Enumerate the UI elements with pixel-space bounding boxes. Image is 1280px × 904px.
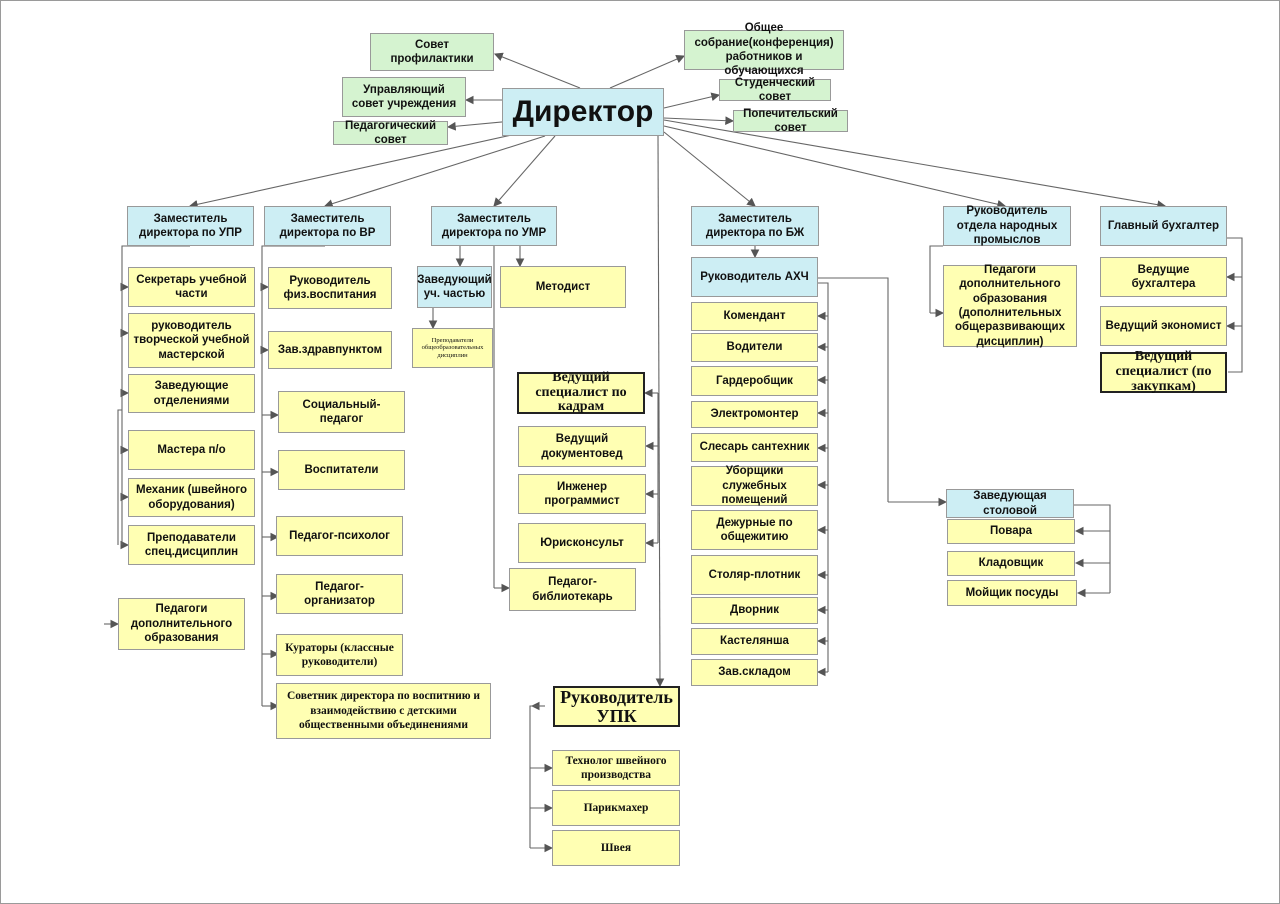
umr-staff: Юрисконсульт bbox=[518, 523, 646, 563]
vr-item: Советник директора по воспитнию и взаимо… bbox=[276, 683, 491, 739]
umr-methodist: Методист bbox=[500, 266, 626, 308]
bzh-item: Гардеробщик bbox=[691, 366, 818, 396]
vr-item: Зав.здравпунктом bbox=[268, 331, 392, 369]
vr-item: Руководитель физ.воспитания bbox=[268, 267, 392, 309]
umr-study-head: Заведующий уч. частью bbox=[417, 266, 492, 308]
upr-item: Заведующие отделениями bbox=[128, 374, 255, 413]
umr-staff: Ведущий специалист по кадрам bbox=[517, 370, 645, 414]
council-general-meeting: Общее собрание(конференция) работников и… bbox=[684, 22, 844, 77]
upk-head: Руководитель УПК bbox=[553, 686, 680, 727]
deputy-umr: Заместитель директора по УМР bbox=[431, 206, 557, 246]
accounting-head: Главный бухгалтер bbox=[1100, 206, 1227, 246]
bzh-item: Столяр-плотник bbox=[691, 555, 818, 595]
upr-extra-teachers: Педагоги дополнительного образования bbox=[118, 598, 245, 650]
bzh-axch-head: Руководитель АХЧ bbox=[691, 257, 818, 297]
bzh-item: Дежурные по общежитию bbox=[691, 510, 818, 550]
upr-item: Мастера п/о bbox=[128, 430, 255, 470]
council-trustees: Попечительский совет bbox=[733, 108, 848, 134]
umr-staff: Инженер программист bbox=[518, 474, 646, 514]
bzh-item: Водители bbox=[691, 333, 818, 362]
accounting-item: Ведущий экономист bbox=[1100, 306, 1227, 346]
upr-item: Механик (швейного оборудования) bbox=[128, 478, 255, 517]
bzh-item: Электромонтер bbox=[691, 401, 818, 428]
upk-item: Швея bbox=[552, 830, 680, 866]
council-pedagogical: Педагогический совет bbox=[333, 120, 448, 146]
upr-item: Секретарь учебной части bbox=[128, 267, 255, 307]
bzh-item: Уборщики служебных помещений bbox=[691, 465, 818, 506]
vr-item: Кураторы (классные руководители) bbox=[276, 634, 403, 676]
umr-librarian: Педагог-библиотекарь bbox=[509, 568, 636, 611]
canteen-item: Кладовщик bbox=[947, 551, 1075, 576]
crafts-head: Руководитель отдела народных промыслов bbox=[943, 205, 1071, 246]
director-box: Директор bbox=[502, 88, 664, 136]
bzh-item: Слесарь сантехник bbox=[691, 433, 818, 462]
bzh-item: Кастелянша bbox=[691, 628, 818, 655]
deputy-vr: Заместитель директора по ВР bbox=[264, 206, 391, 246]
umr-staff: Ведущий документовед bbox=[518, 426, 646, 467]
vr-item: Воспитатели bbox=[278, 450, 405, 490]
bzh-item: Комендант bbox=[691, 302, 818, 331]
deputy-upr: Заместитель директора по УПР bbox=[127, 206, 254, 246]
council-prevention: Совет профилактики bbox=[370, 33, 494, 71]
canteen-head: Заведующая столовой bbox=[946, 489, 1074, 518]
vr-item: Педагог-психолог bbox=[276, 516, 403, 556]
accounting-item: Ведущие бухгалтера bbox=[1100, 257, 1227, 297]
accounting-item: Ведущий специалист (по закупкам) bbox=[1100, 350, 1227, 394]
upk-item: Технолог швейного производства bbox=[552, 750, 680, 786]
canteen-item: Мойщик посуды bbox=[947, 580, 1077, 606]
council-student: Студенческий совет bbox=[719, 77, 831, 103]
bzh-item: Зав.складом bbox=[691, 659, 818, 686]
upk-item: Парикмахер bbox=[552, 790, 680, 826]
upr-item: руководитель творческой учебной мастерск… bbox=[128, 313, 255, 368]
bzh-item: Дворник bbox=[691, 597, 818, 624]
vr-item: Социальный-педагог bbox=[278, 391, 405, 433]
crafts-teachers: Педагоги дополнительного образования (до… bbox=[943, 264, 1077, 348]
upr-item: Преподаватели спец.дисциплин bbox=[128, 525, 255, 565]
deputy-bzh: Заместитель директора по БЖ bbox=[691, 206, 819, 246]
vr-item: Педагог-организатор bbox=[276, 574, 403, 614]
council-managing: Управляющий совет учреждения bbox=[342, 77, 466, 117]
canteen-item: Повара bbox=[947, 519, 1075, 544]
umr-teachers: Преподаватели общеобразовательных дисцип… bbox=[412, 328, 493, 368]
